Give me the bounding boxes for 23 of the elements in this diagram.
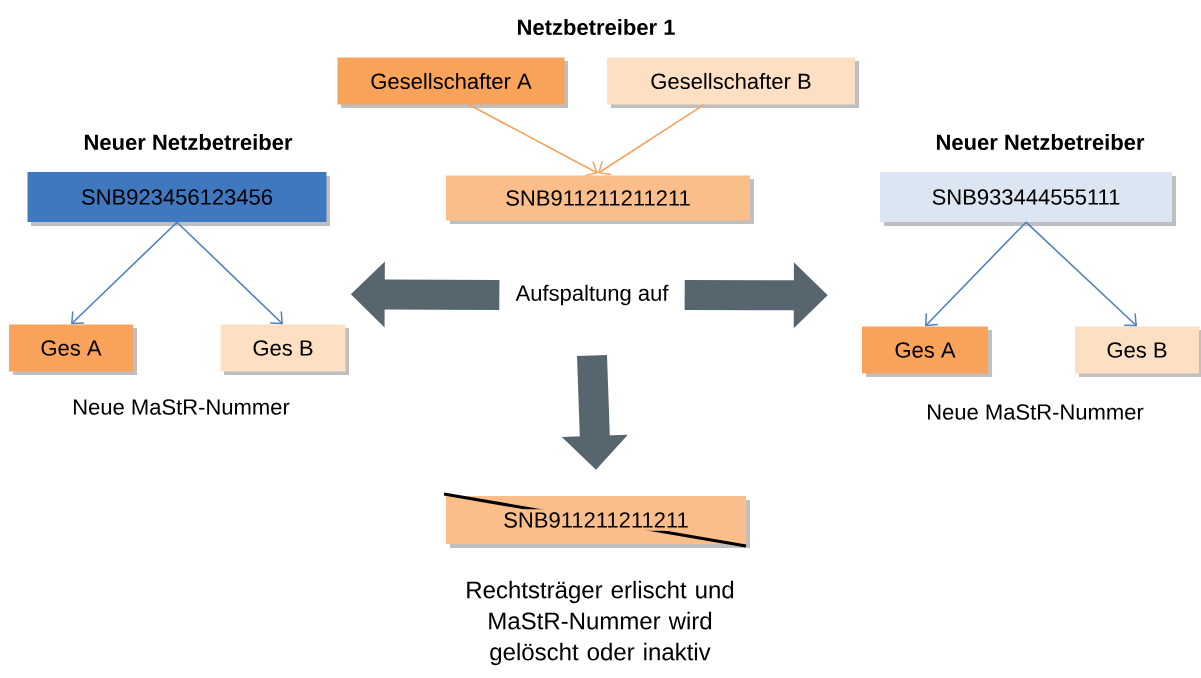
arrow [925,221,1027,327]
arrow [1025,221,1137,327]
caption: Neue MaStR-Nummer [928,404,1144,420]
number-box: SNB923456123456 [27,172,330,226]
heading: Neuer Netzbetreiber [84,133,293,151]
heading: Netzbetreiber 1 [518,18,675,36]
caption: Neue MaStR-Nummer [74,399,290,415]
struck-number-box: SNB911211211211 [443,492,750,548]
partner-box: Gesellschafter B [607,57,859,108]
partner-box: Gesellschafter A [337,57,568,108]
note-text: Rechtsträger erlischt und MaStR-Nummer wird gelöscht oder inaktiv [467,580,734,666]
arrow [71,221,178,325]
heading: Neuer Netzbetreiber [936,133,1145,151]
arrow [468,103,598,177]
arrow [598,103,705,176]
arrow [176,221,283,325]
partner-box: Ges B [220,324,349,375]
number-box: SNB911211211211 [446,175,754,224]
arrow-caption: Aufspaltung auf [515,284,669,306]
partner-box: Ges B [1075,326,1201,377]
partner-box: Ges A [862,326,992,377]
partner-box: Ges A [9,324,137,375]
number-box: SNB933444555111 [880,172,1176,226]
